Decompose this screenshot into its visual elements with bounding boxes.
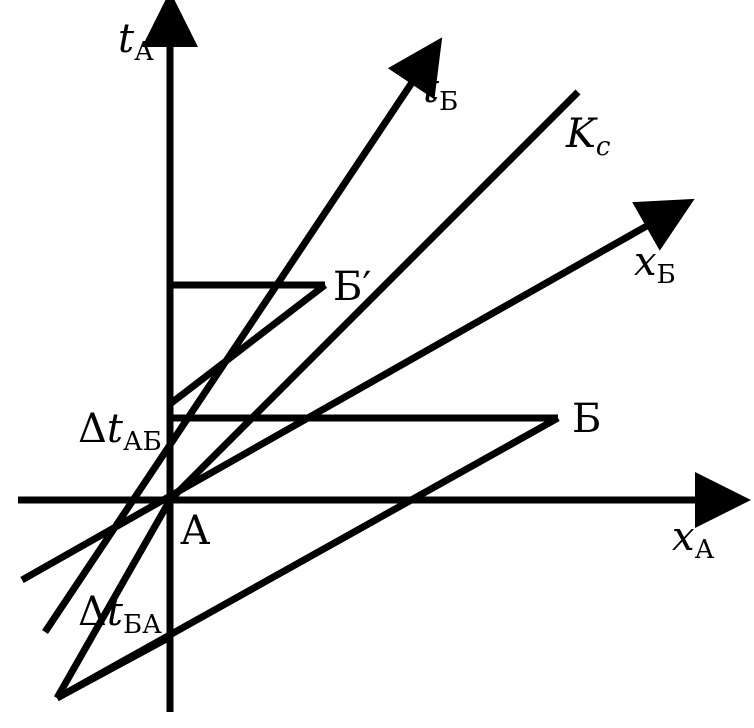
origin-to-corner-line <box>53 498 174 700</box>
b-prime-return-line <box>167 282 328 407</box>
x-b-axis <box>20 198 695 584</box>
x-b-axis-label: xБ <box>634 239 676 290</box>
t-a-axis-label: tА <box>118 16 154 67</box>
event-b-label: Б <box>572 396 601 442</box>
delta-t-ba-segment <box>55 633 172 702</box>
delta-t-ab-label: ΔtАБ <box>78 406 162 457</box>
light-line-label: Kc <box>565 111 611 162</box>
delta-t-ba-label: ΔtБА <box>78 589 162 640</box>
event-b-prime-label: Б′ <box>333 264 371 310</box>
light-line-kc <box>167 89 581 503</box>
x-a-axis-label: xА <box>672 514 715 565</box>
origin-label: А <box>180 508 210 554</box>
t-b-axis-label: tБ <box>423 66 458 117</box>
